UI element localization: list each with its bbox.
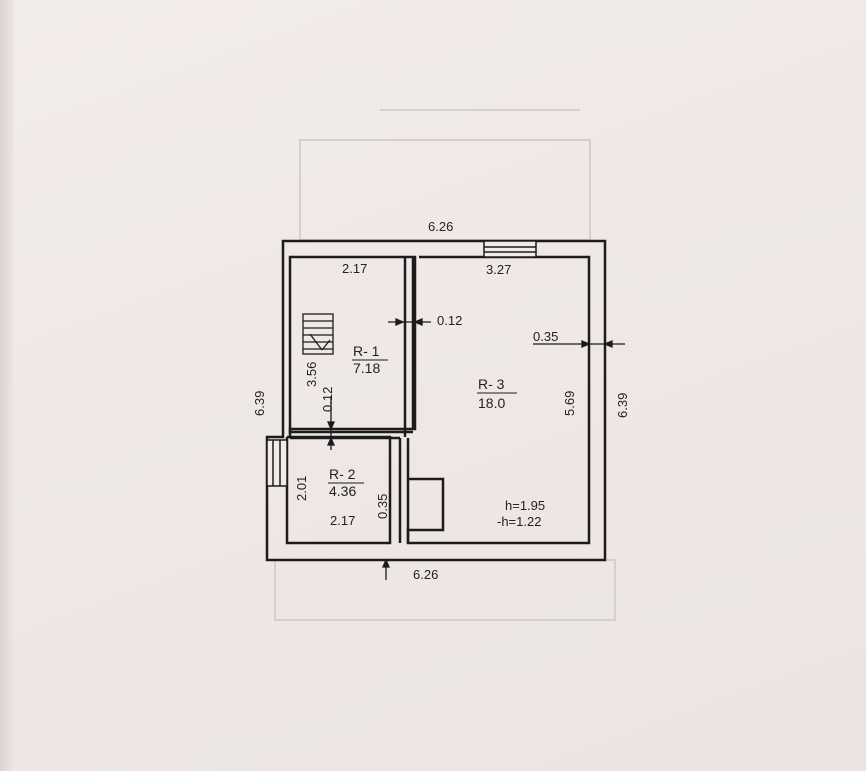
left-height-label: 6.39 — [252, 391, 267, 416]
outer-wall — [265, 239, 607, 562]
r2-partition-label: 0.35 — [375, 494, 390, 519]
paper-edge-shadow — [0, 0, 14, 771]
r1-id: R- 1 — [353, 343, 380, 359]
r1-height-label: 3.56 — [304, 362, 319, 387]
dimension-ticks — [327, 318, 625, 580]
partitions — [290, 257, 415, 543]
bottom-width-label: 6.26 — [413, 567, 438, 582]
right-height-label: 6.39 — [615, 393, 630, 418]
r2-area: 4.36 — [329, 483, 356, 499]
inner-wall-label: 0.12 — [437, 313, 462, 328]
r2-id: R- 2 — [329, 466, 356, 482]
window-left — [266, 439, 288, 487]
outer-wall-label: 0.35 — [533, 329, 558, 344]
window-top — [483, 240, 537, 258]
stairs-icon — [302, 313, 334, 355]
r1-width-label: 2.17 — [342, 261, 367, 276]
ceiling-height: h=1.95 — [505, 498, 545, 513]
r3-width-label: 3.27 — [486, 262, 511, 277]
r1-area: 7.18 — [353, 360, 380, 376]
r2-width-label: 2.17 — [330, 513, 355, 528]
top-width-label: 6.26 — [428, 219, 453, 234]
floor-depth: -h=1.22 — [497, 514, 541, 529]
r3-id: R- 3 — [478, 376, 505, 392]
r1-partition-label: 0.12 — [320, 387, 335, 412]
r3-area: 18.0 — [478, 395, 505, 411]
r2-height-label: 2.01 — [294, 476, 309, 501]
r3-height-label: 5.69 — [562, 391, 577, 416]
